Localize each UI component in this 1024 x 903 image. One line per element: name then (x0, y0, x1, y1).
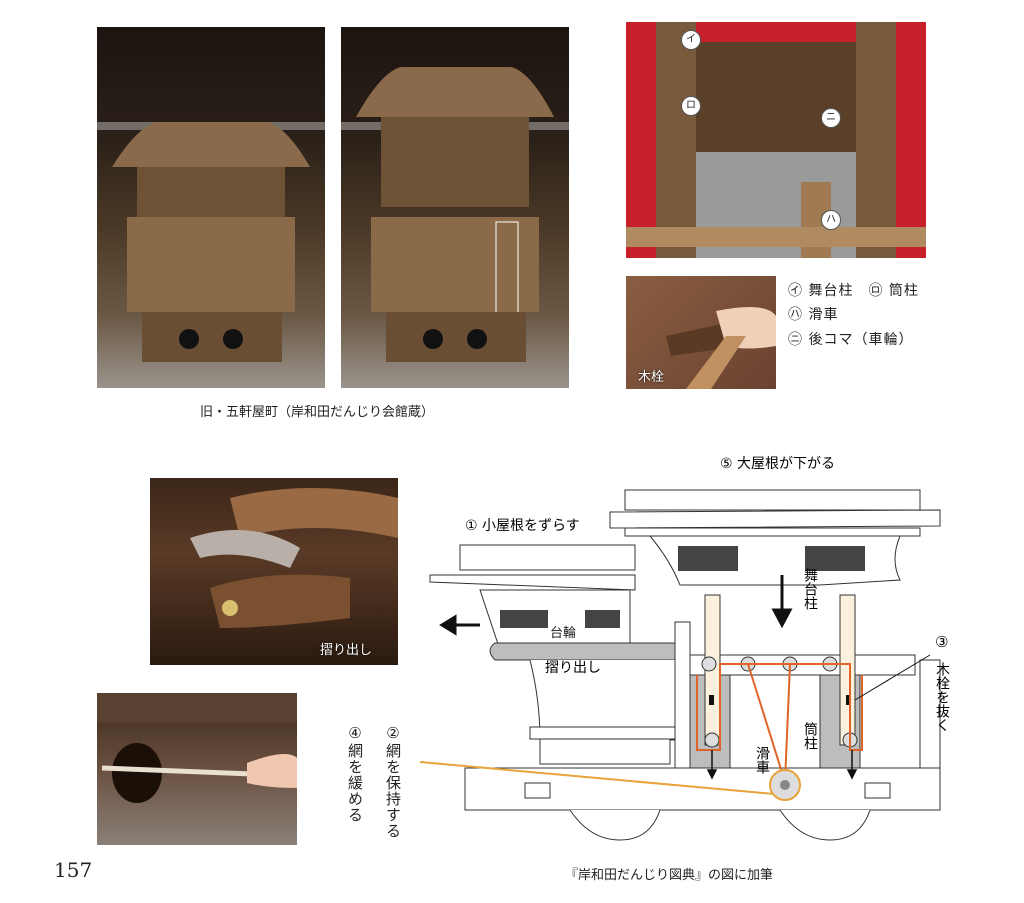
diagram-kassha: 滑車 (754, 745, 770, 774)
surida-photo-label: 摺り出し (320, 643, 373, 658)
rope-step-2: ②網を保持する (384, 724, 402, 839)
diagram-step3: 木栓を抜く (934, 662, 950, 732)
kisen-photo: 木栓 (626, 276, 776, 389)
diagram-surida: 摺り出し (545, 660, 601, 676)
marker-ro: ロ (681, 96, 701, 116)
rope-photo (97, 693, 297, 845)
marker-ni: ニ (821, 108, 841, 128)
hand-peg-illustration (666, 307, 776, 389)
diagram-step3-number: ③ (935, 633, 948, 651)
rope-illustration (97, 693, 297, 803)
diagram-dairin: 台輪 (550, 625, 576, 641)
marker-i: イ (681, 30, 701, 50)
interior-illustration (626, 22, 926, 258)
surida-photo: 摺り出し (150, 478, 398, 665)
danjiri-illustration (97, 122, 325, 362)
diagram-tsutsubashira: 筒柱 (802, 721, 818, 750)
diagram-step1: ① 小屋根をずらす (465, 518, 580, 534)
carving-illustration (190, 488, 398, 628)
legend-line-3: ㋥ 後コマ（車輪） (788, 332, 914, 348)
danjiri-photo-front (97, 27, 325, 388)
diagram-butaibashira: 舞台柱 (802, 568, 818, 610)
bottom-caption: 『岸和田だんじり図典』の図に加筆 (565, 868, 774, 883)
danjiri-mechanism-diagram: ⑤ 大屋根が下がる ① 小屋根をずらす 台輪 摺り出し 舞台柱 ③ 木栓を抜く … (420, 456, 950, 841)
danjiri-illustration (341, 67, 569, 362)
rope-step-4: ④網を緩める (346, 724, 364, 823)
top-caption: 旧・五軒屋町（岸和田だんじり会館蔵） (200, 405, 435, 420)
diagram-step5: ⑤ 大屋根が下がる (720, 456, 835, 472)
kisen-label: 木栓 (638, 370, 665, 385)
rope-orange (696, 663, 863, 751)
page-number: 157 (54, 858, 93, 882)
marker-ha: ハ (821, 210, 841, 230)
legend-line-1: ㋑ 舞台柱 ㋺ 筒柱 (788, 283, 919, 299)
legend-line-2: ㋩ 滑車 (788, 307, 839, 323)
interior-photo: イ ロ ニ ハ (626, 22, 926, 258)
danjiri-photo-open (341, 27, 569, 388)
rope-yellow (420, 761, 786, 796)
